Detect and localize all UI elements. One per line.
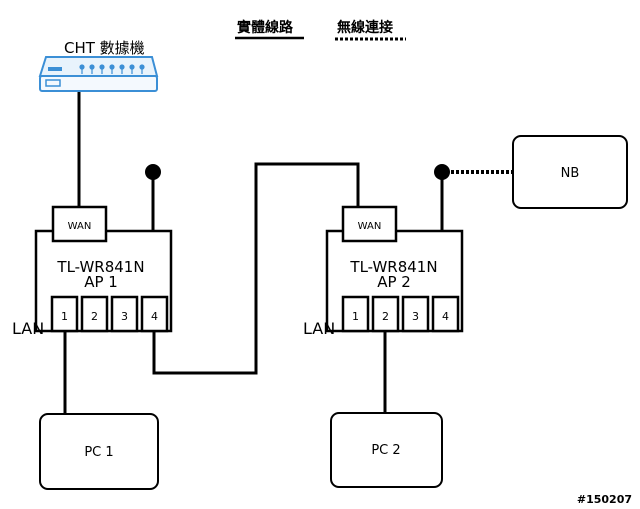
lan-port-2-label: 2	[382, 310, 389, 323]
modem-label: CHT 數據機	[64, 39, 145, 57]
router-ap2: WAN TL-WR841N AP 2 1 2 3 4 LAN	[303, 164, 464, 338]
lan-port-3-label: 3	[412, 310, 419, 323]
wan-port	[51, 205, 108, 243]
nb-device	[512, 135, 628, 209]
modem-icon	[38, 56, 159, 92]
router-name: AP 1	[84, 273, 118, 291]
wired-connections	[63, 92, 387, 414]
ap1-lan4-to-ap2-wan-line	[152, 162, 360, 375]
pc1-label: PC 1	[84, 445, 113, 460]
nb-label: NB	[561, 166, 580, 181]
lan-port-1-label: 1	[352, 310, 359, 323]
pc2-label: PC 2	[371, 443, 400, 458]
lan-port-3	[110, 295, 139, 333]
lan-port-1	[341, 295, 370, 333]
router-model: TL-WR841N	[349, 258, 437, 276]
antenna-tip-icon	[434, 164, 450, 180]
antenna-tip-icon	[145, 164, 161, 180]
lan-port-2	[371, 295, 400, 333]
router-ap1: WAN TL-WR841N AP 1 1 2 3 4 LAN	[12, 164, 173, 338]
wan-label: WAN	[358, 221, 382, 232]
lan-label: LAN	[12, 319, 44, 338]
lan-port-4	[431, 295, 460, 333]
pc2-device	[330, 412, 443, 488]
lan-port-3-label: 3	[121, 310, 128, 323]
watermark-id: #150207	[577, 493, 632, 506]
lan-port-4-label: 4	[151, 310, 158, 323]
router-name: AP 2	[377, 273, 411, 291]
lan-port-2	[80, 295, 109, 333]
lan-port-3	[401, 295, 430, 333]
lan-port-1	[50, 295, 79, 333]
legend-wireless-label: 無線連接	[337, 19, 393, 36]
lan-port-4	[140, 295, 169, 333]
pc1-device	[39, 413, 159, 490]
wan-label: WAN	[68, 221, 92, 232]
lan-port-1-label: 1	[61, 310, 68, 323]
lan-port-4-label: 4	[442, 310, 449, 323]
legend-wired-label: 實體線路	[237, 19, 294, 36]
router-model: TL-WR841N	[56, 258, 144, 276]
lan-label: LAN	[303, 319, 335, 338]
lan-port-2-label: 2	[91, 310, 98, 323]
wan-port	[341, 205, 398, 243]
